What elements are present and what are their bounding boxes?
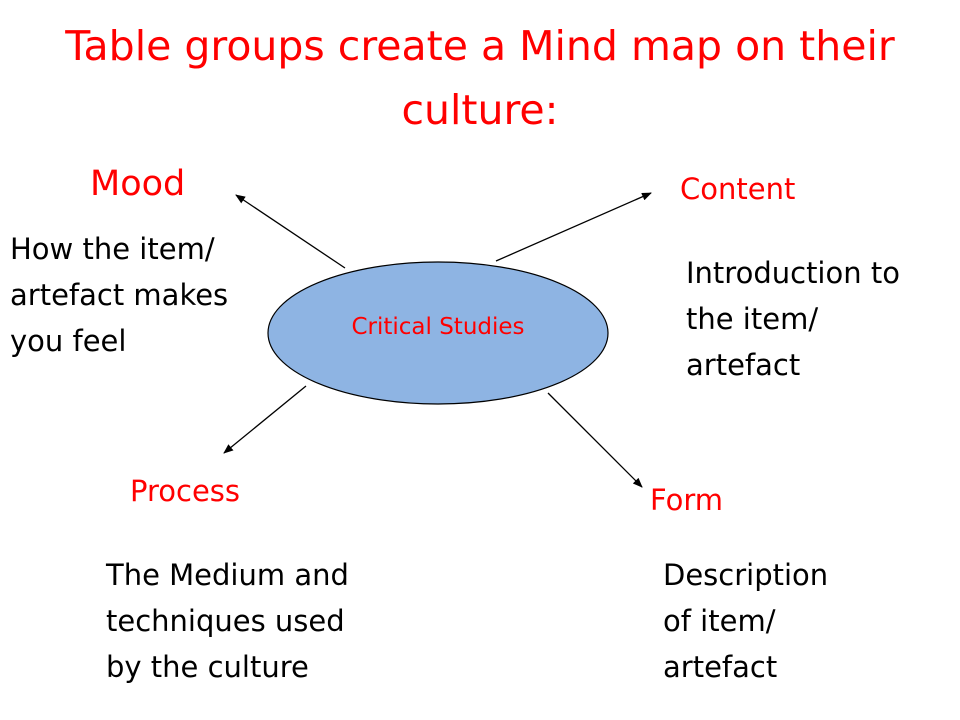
branch-desc-mood-line: How the item/ [10, 232, 215, 266]
branch-desc-content-line: artefact [686, 348, 801, 382]
branch-desc-process-line: by the culture [106, 650, 309, 684]
branch-desc-content-line: the item/ [686, 302, 819, 336]
branch-desc-content: Introduction to the item/ artefact [686, 250, 900, 388]
branch-desc-process-line: The Medium and [106, 558, 349, 592]
branch-desc-process-line: techniques used [106, 604, 345, 638]
center-node-label: Critical Studies [351, 314, 525, 340]
branch-desc-form-line: artefact [663, 650, 778, 684]
branch-desc-process: The Medium and techniques used by the cu… [106, 552, 349, 690]
branch-desc-mood: How the item/ artefact makes you feel [10, 226, 228, 364]
branch-desc-mood-line: you feel [10, 324, 127, 358]
branch-desc-content-line: Introduction to [686, 256, 900, 290]
branch-label-form: Form [650, 483, 724, 517]
slide-title-line-2: culture: [401, 86, 559, 134]
slide-title-line-1: Table groups create a Mind map on their [65, 22, 895, 70]
branch-label-content: Content [680, 172, 796, 206]
arrow-to-content [495, 192, 652, 262]
arrow-to-process [223, 385, 307, 454]
branch-label-process: Process [130, 474, 241, 508]
arrow-to-form [547, 392, 643, 488]
branch-label-mood: Mood [90, 164, 186, 204]
center-node-ellipse [267, 261, 609, 405]
branch-desc-form-line: of item/ [663, 604, 776, 638]
arrow-to-mood [235, 194, 346, 269]
branch-desc-form: Description of item/ artefact [663, 552, 828, 690]
branch-desc-form-line: Description [663, 558, 829, 592]
slide-title: Table groups create a Mind map on their … [0, 14, 960, 142]
branch-desc-mood-line: artefact makes [10, 278, 229, 312]
